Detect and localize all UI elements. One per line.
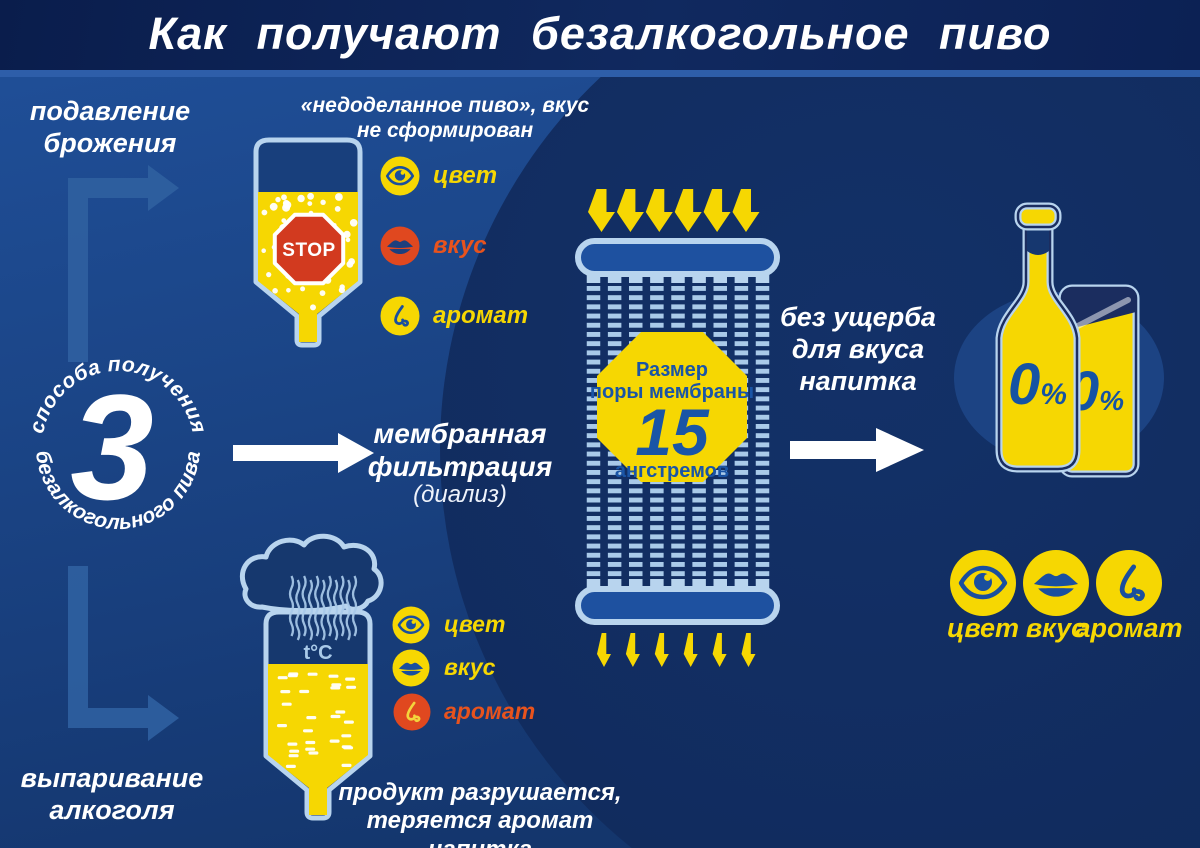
suppression-aroma-label: аромат (433, 302, 529, 329)
membrane-filter: Размер поры мембраны 15 ангстремов (575, 189, 780, 667)
suppression-color-label: цвет (433, 162, 498, 189)
evaporation-senses (392, 606, 431, 731)
evaporation-color-label: цвет (444, 611, 506, 637)
evaporation-aroma-circle (393, 693, 431, 731)
bottle-zero-unit: % (1040, 378, 1067, 411)
membrane-label-line2: фильтрация (367, 451, 553, 483)
evaporation-label: выпаривание алкоголя (12, 763, 212, 827)
membrane-octagon: Размер поры мембраны 15 ангстремов (590, 332, 754, 482)
header (0, 0, 1200, 70)
evaporation-taste-label: вкус (444, 654, 496, 680)
badge-number: 3 (70, 363, 153, 531)
suppression-taste-label: вкус (433, 232, 487, 259)
pore-size-unit: ангстремов (615, 460, 729, 482)
evaporation-caption-line2: теряется аромат напитка (366, 807, 594, 848)
infographic-title: Как получают безалкогольное пиво (148, 8, 1052, 59)
evaporation-arrow (68, 566, 179, 741)
membrane-arrow (233, 433, 374, 473)
membrane-label: мембранная фильтрация (355, 417, 565, 483)
steam-waves (288, 575, 358, 641)
result-color-label: цвет (946, 613, 1020, 643)
bottle-zero-value: 0 (1008, 352, 1040, 417)
result-label: без ущерба для вкуса напитка (765, 302, 951, 398)
fermentation-tank: STOP (253, 137, 363, 348)
evaporation-tank: t°C (263, 609, 373, 821)
membrane-footer-capsule (575, 586, 780, 625)
result-taste-label: вкус (1025, 613, 1087, 643)
can-zero-unit: % (1099, 385, 1124, 416)
evaporation-label-line1: выпаривание (20, 763, 204, 793)
pore-size-line2: поры мембраны (590, 381, 754, 403)
result-senses (950, 550, 1162, 616)
result-aroma-circle (1096, 550, 1162, 616)
membrane-sublabel: (диализ) (413, 481, 507, 508)
evaporation-label-line2: алкоголя (49, 794, 175, 825)
beer-bottle: 0% (995, 202, 1081, 473)
evaporation-aroma-label: аромат (444, 698, 536, 724)
result-arrow (790, 428, 924, 472)
result-label-line2: для вкуса (791, 333, 925, 364)
pore-size-value: 15 (635, 395, 710, 469)
suppression-caption-line2: не сформирован (356, 118, 534, 142)
evaporation-caption: продукт разрушается, теряется аромат нап… (325, 779, 635, 848)
header-underline (0, 70, 1200, 77)
liquid-dashes (277, 672, 357, 768)
evaporation-caption-line1: продукт разрушается, (338, 779, 622, 806)
suppression-label: подавление брожения (15, 96, 205, 160)
suppression-caption-line1: «недоделанное пиво», вкус (300, 94, 590, 117)
suppression-aroma-circle (380, 296, 420, 336)
stop-sign: STOP (272, 212, 346, 286)
suppression-arrow (68, 165, 179, 362)
membrane-stubs (586, 272, 770, 590)
flow-arrows-top (588, 189, 760, 232)
result-label-line1: без ущерба (780, 302, 936, 332)
badge-methods-count: способа получения безалкогольного пива 3 (25, 353, 210, 534)
steam-cloud (239, 533, 384, 614)
result-label-line3: напитка (799, 365, 917, 396)
suppression-label-line2: брожения (43, 127, 177, 158)
pore-size-line1: Размер (636, 359, 708, 381)
flow-arrows-bottom (597, 633, 756, 667)
suppression-caption: «недоделанное пиво», вкус не сформирован (295, 94, 595, 144)
result-aroma-label: аромат (1075, 613, 1183, 643)
temperature-label: t°C (303, 642, 332, 664)
membrane-label-line1: мембранная (373, 418, 547, 449)
bottle-zero-label: 0% (1008, 352, 1067, 417)
suppression-senses (380, 156, 420, 336)
membrane-header-capsule (575, 238, 780, 277)
stop-sign-text: STOP (282, 240, 335, 261)
suppression-label-line1: подавление (29, 96, 191, 126)
